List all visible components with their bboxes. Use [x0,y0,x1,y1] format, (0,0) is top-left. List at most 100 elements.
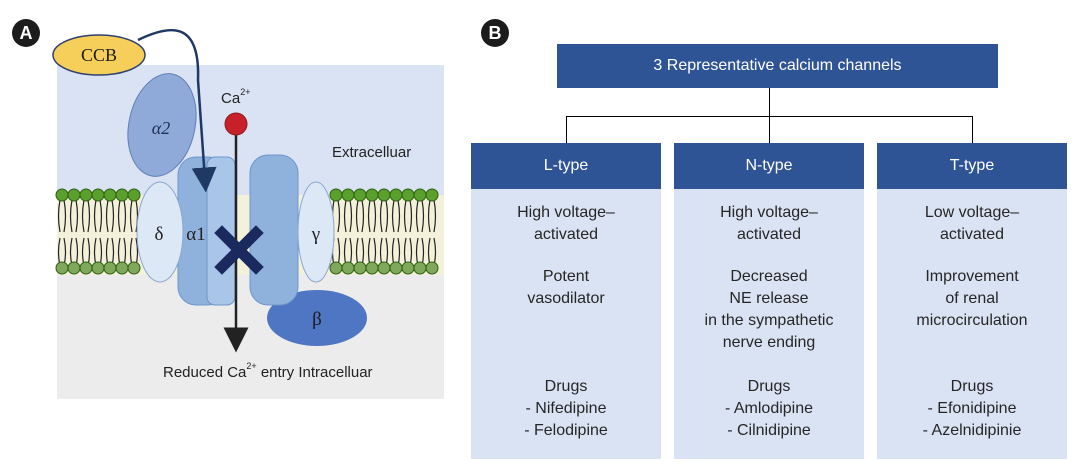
lipid-head [377,261,391,275]
ccb-label: CCB [81,45,117,65]
n-type-activation: High voltage– activated [674,202,864,246]
n-type-drugs: Drugs - Amlodipine - Cilnidipine [674,376,864,442]
lipid-head [127,261,141,275]
drug-item: - Felodipine [524,422,608,439]
lipid-tail [415,199,419,233]
lipid-tail [111,199,115,233]
lipid-tail [63,199,67,233]
connector-right-drop [972,116,973,143]
l-type-header: L-type [471,143,661,189]
lipid-head [79,188,93,202]
effect-line: NE release [729,290,809,307]
lipid-tail [129,199,133,233]
lipid-head [55,188,69,202]
t-type-column: T-type Low voltage– activated Improvemen… [877,143,1067,459]
lipid-head [413,188,427,202]
drug-item: - Nifedipine [525,400,607,417]
lipid-head [55,261,69,275]
alpha2-label: α2 [152,118,170,138]
alpha2-subunit [127,73,197,177]
drug-item: - Cilnidipine [727,422,811,439]
activation-line: activated [736,226,802,243]
lipid-tail [409,199,413,233]
lipid-head [115,261,129,275]
lipid-head [353,261,367,275]
lipid-tail [427,199,431,233]
lipid-tail [421,199,425,233]
effect-line: microcirculation [916,312,1028,329]
beta-label: β [312,309,322,330]
lipid-head [67,261,81,275]
beta-subunit [267,290,367,346]
t-type-activation: Low voltage– activated [877,202,1067,246]
lipid-tail [355,199,359,233]
lipid-tail [367,199,371,233]
activation-line: Low voltage– [924,204,1020,221]
lipid-tail [123,199,127,233]
panel-b-badge: B [481,19,509,47]
lipid-head [401,261,415,275]
t-type-effect: Improvement of renal microcirculation [877,266,1067,332]
drug-item: - Efonidipine [927,400,1017,417]
lipid-head [329,188,343,202]
lipid-tail [93,199,97,233]
effect-line: Decreased [730,268,808,285]
reduced-entry-label: Reduced Ca2+ entry Intracelluar [163,361,373,381]
lipid-tail [391,199,395,233]
lipid-tail [349,199,353,233]
lipid-tail [87,199,91,233]
lipid-head [377,188,391,202]
effect-line: nerve ending [722,334,816,351]
ccb-ellipse [52,34,146,76]
lipid-tail [385,199,389,233]
extracellular-label: Extracelluar [332,144,411,161]
lipid-tail [361,199,365,233]
l-type-effect: Potent vasodilator [471,266,661,310]
activation-line: activated [533,226,599,243]
lipid-head [91,188,105,202]
effect-line: Improvement [925,268,1019,285]
delta-subunit [136,181,184,283]
panel-a-badge: A [12,19,40,47]
effect-line: vasodilator [527,290,605,307]
lipid-tail [75,199,79,233]
ca-label: Ca2+ [221,87,250,107]
lipid-head [103,261,117,275]
lipid-tail [397,199,401,233]
lipid-head [341,261,355,275]
lipid-tail [343,199,347,233]
l-type-drugs: Drugs - Nifedipine - Felodipine [471,376,661,442]
lipid-tail [117,199,121,233]
lipid-head [401,188,415,202]
lipid-head [389,261,403,275]
lipid-head [91,261,105,275]
lipid-tail [57,199,61,233]
lipid-head [425,188,439,202]
lipid-head [353,188,367,202]
lipid-head [127,188,141,202]
t-type-drugs: Drugs - Efonidipine - Azelnidipinie [877,376,1067,442]
lipid-head [413,261,427,275]
lipid-bilayer [55,188,439,275]
drugs-label: Drugs [747,378,791,395]
connector-vertical-main [769,88,770,116]
lipid-tail [105,199,109,233]
gamma-label: γ [311,224,320,245]
lipid-head [365,188,379,202]
lipid-head [103,188,117,202]
lipid-head [67,188,81,202]
n-type-column: N-type High voltage– activated Decreased… [674,143,864,459]
block-cross-icon [214,225,264,275]
alpha1-label: α1 [186,224,205,245]
effect-line: Potent [542,268,590,285]
lipid-tail [373,199,377,233]
lipid-tail [379,199,383,233]
lipid-head [341,188,355,202]
lipid-tail [433,199,437,233]
lipid-tail [403,199,407,233]
lipid-tail [99,199,103,233]
activation-line: activated [939,226,1005,243]
connector-middle-drop [769,116,770,143]
activation-line: High voltage– [720,204,818,221]
ca-label-text: Ca [221,90,241,107]
